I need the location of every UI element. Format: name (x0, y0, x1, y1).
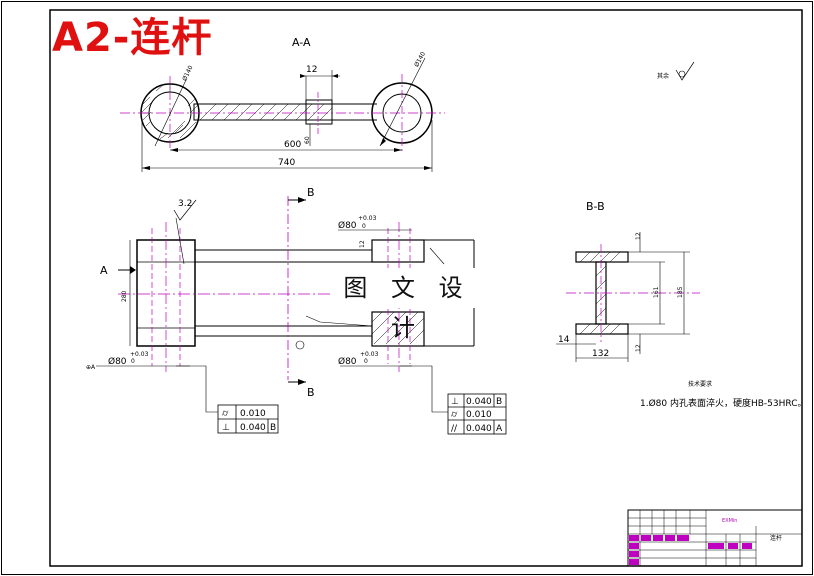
gdt-frame-left: ⌭ 0.010 ⊥ 0.040 B (176, 365, 279, 434)
svg-text:0.010: 0.010 (466, 410, 492, 420)
svg-text:B: B (496, 397, 502, 407)
bore-right-bottom-dim: Ø80 (338, 356, 357, 367)
svg-text:185: 185 (677, 286, 684, 298)
svg-text:+0.03: +0.03 (358, 215, 377, 222)
notes-heading: 技术要求 (688, 380, 712, 388)
svg-text:0.040: 0.040 (240, 423, 266, 433)
svg-text://: // (451, 424, 458, 434)
section-bb-view: B-B 12 12 161 185 132 14 (556, 200, 700, 362)
svg-text:0: 0 (364, 358, 368, 365)
svg-text:0.040: 0.040 (466, 424, 492, 434)
svg-text:⌭: ⌭ (222, 409, 229, 419)
dim-d140: Ø140 (413, 51, 427, 69)
dim-280: 280 (121, 290, 128, 302)
svg-text:0.040: 0.040 (466, 397, 492, 407)
inner-border (49, 9, 803, 567)
title-block-school: EXMin (722, 518, 737, 524)
technical-notes: 技术要求 1.Ø80 内孔表面淬火，硬度HB-53HRC。 (640, 380, 806, 409)
svg-text:0: 0 (362, 223, 366, 230)
dim-d140-left: Ø140 (181, 64, 194, 82)
watermark-text: 图 文 设 计 (330, 268, 484, 342)
bore-left-tol-zero: 0 (131, 358, 135, 365)
drawing-title: A2-连杆 (52, 15, 213, 61)
gdt-frame-right: ⊥ 0.040 B ⌭ 0.010 // 0.040 A (400, 365, 507, 435)
notes-line1: 1.Ø80 内孔表面淬火，硬度HB-53HRC。 (640, 397, 806, 409)
other-roughness-note: 其余 (657, 61, 695, 81)
title-block: EXMin 连杆 (627, 509, 803, 567)
svg-text:⊥: ⊥ (222, 423, 230, 433)
title-block-name: 连杆 (770, 534, 782, 542)
svg-text:其余: 其余 (657, 72, 669, 80)
section-aa-view: A-A (120, 36, 445, 172)
svg-text:14: 14 (558, 335, 570, 345)
bore-left-dim: Ø80 (108, 356, 127, 367)
roughness-3-2: 3.2 (178, 199, 192, 209)
svg-text:161: 161 (653, 286, 660, 298)
svg-text:12: 12 (359, 240, 366, 248)
section-aa-label: A-A (292, 36, 311, 49)
svg-text:B-B: B-B (586, 200, 605, 213)
bore-right-top-dim: Ø80 (338, 220, 357, 231)
dim-60: 60 (304, 136, 311, 144)
dim-12: 12 (306, 65, 317, 75)
dim-600: 600 (284, 140, 301, 150)
svg-text:⊥: ⊥ (451, 397, 459, 407)
front-view: B B A 280 3.2 ⊕A Ø80 +0.03 0 Ø80 +0.03 0… (86, 186, 482, 399)
svg-text:132: 132 (592, 349, 609, 359)
svg-text:+0.03: +0.03 (360, 351, 379, 358)
svg-text:12: 12 (635, 344, 642, 352)
svg-text:12: 12 (635, 232, 642, 240)
svg-text:0.010: 0.010 (240, 409, 266, 419)
svg-text:⊕A: ⊕A (86, 364, 96, 371)
cut-marker-top: B (307, 186, 315, 199)
svg-text:B: B (270, 423, 276, 433)
dim-740: 740 (278, 158, 295, 168)
datum-a-label: A (100, 264, 108, 277)
bore-left-tol-plus: +0.03 (130, 351, 149, 358)
cut-marker-bottom: B (307, 386, 315, 399)
svg-text:⌭: ⌭ (451, 410, 458, 420)
svg-text:A: A (496, 424, 503, 434)
